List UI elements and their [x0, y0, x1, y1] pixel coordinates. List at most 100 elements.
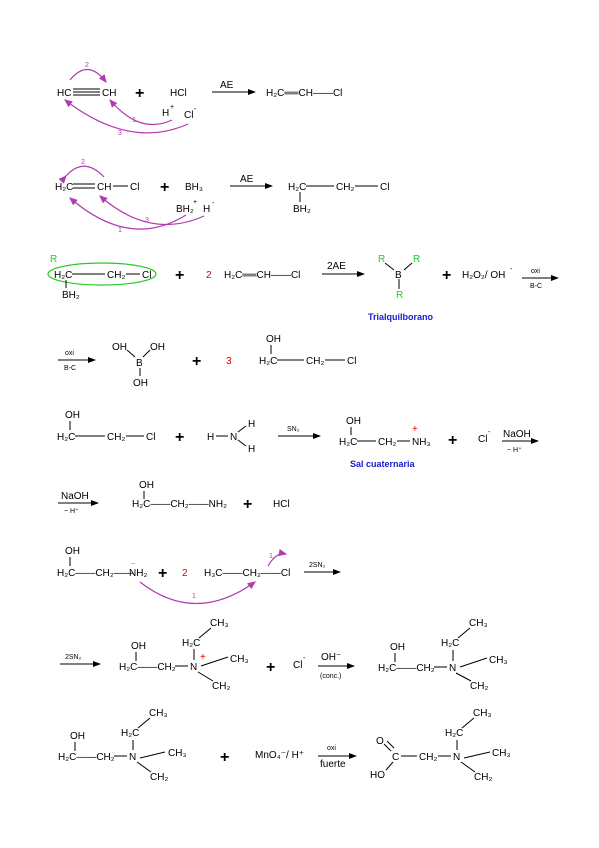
plus-sign-2: +	[442, 267, 451, 284]
product-oh: OH	[139, 480, 154, 491]
reaction-8: 2SN₂ OH H₂C——CH₂ N + H₂C CH₃ CH₂ CH₃ + C…	[60, 618, 508, 692]
chloride-charge: -	[194, 106, 197, 113]
amine-ch3-right: CH₃	[168, 748, 187, 759]
acid-ch3-top: CH₃	[473, 708, 492, 719]
salt-ch2: CH₂	[212, 681, 230, 692]
acid-n: N	[453, 752, 460, 763]
bc-label: B-C	[530, 283, 542, 290]
substrate-mid: CH₂	[107, 432, 125, 443]
arc-label-1: 1	[118, 227, 122, 234]
strong-label: fuerte	[320, 759, 346, 770]
acid-c: C	[392, 752, 399, 763]
peroxide-reagent: H₂O₂/ OH	[462, 270, 505, 281]
amine-oh: OH	[70, 731, 85, 742]
plus-sign: +	[243, 496, 252, 513]
oxi-label: oxi	[65, 350, 74, 357]
naoh-label: NaOH	[61, 491, 89, 502]
hcl-reagent: HCl	[170, 88, 187, 99]
acid-o: O	[376, 736, 384, 747]
amine-ch3-top: CH₃	[469, 618, 488, 629]
arrow-label: SN₂	[287, 426, 300, 433]
product-left: H₂C	[339, 437, 357, 448]
arrow-label: AE	[220, 80, 234, 91]
substrate-left: H₂C	[54, 270, 72, 281]
plus-sign: +	[175, 267, 184, 284]
lone-pair: ..	[131, 559, 135, 566]
aminoalcohol: H₂C——CH₂——NH₂	[132, 499, 227, 510]
alkene-right: Cl	[130, 182, 139, 193]
plus-sign: +	[266, 659, 275, 676]
bh3-reagent: BH₃	[185, 182, 203, 193]
ammonium-charge: +	[200, 652, 206, 663]
amine-ch3-top: CH₃	[149, 708, 168, 719]
trialkylborane-name: Trialquilborano	[368, 312, 434, 322]
amine-n: N	[129, 752, 136, 763]
chloride-charge: -	[488, 429, 491, 436]
amine-ch3-right: CH₃	[489, 655, 508, 666]
boric-oh-bottom: OH	[133, 378, 148, 389]
quaternary-salt-name: Sal cuaternaria	[350, 459, 416, 469]
arrow-label: 2AE	[327, 261, 346, 272]
boric-oh-left: OH	[112, 342, 127, 353]
amine-h2c: H₂C	[121, 728, 139, 739]
product-mid: CH₂	[336, 182, 354, 193]
proton-loss-label: ~ H⁺	[64, 507, 79, 515]
bc-label: B-C	[64, 365, 76, 372]
substrate-right: Cl	[146, 432, 155, 443]
alkene-left: H₂C	[55, 182, 73, 193]
proton-loss-label: ~ H⁺	[507, 446, 522, 454]
ammonium-charge: +	[412, 424, 418, 435]
product-left: H₂C	[288, 182, 306, 193]
reaction-4: oxi B-C OH OH B OH + 3 OH H₂C CH₂ Cl	[58, 334, 356, 389]
arc-label-1: 1	[132, 117, 136, 124]
amine-chain: H₂C——CH₂	[58, 752, 115, 763]
substrate-bh2: BH₂	[62, 290, 80, 301]
chloride: Cl	[478, 434, 487, 445]
product-right: Cl	[380, 182, 389, 193]
oxi-label: oxi	[327, 745, 336, 752]
substrate-oh: OH	[65, 546, 80, 557]
arc-label-1: 1	[192, 593, 196, 600]
hydride-charge: -	[212, 200, 215, 207]
electron-arrow-2	[58, 165, 105, 184]
alcohol-mid: CH₂	[306, 356, 324, 367]
naoh-label: NaOH	[503, 429, 531, 440]
reaction-6: NaOH ~ H⁺ OH H₂C——CH₂——NH₂ + HCl	[58, 480, 290, 515]
substrate-chain: H₂C——CH₂——	[57, 568, 134, 579]
substrate-left: H₂C	[57, 432, 75, 443]
ethyl-chloride: H₃C——CH₂——Cl	[204, 568, 290, 579]
alcohol-left: H₂C	[259, 356, 277, 367]
alkyne-right: CH	[102, 88, 116, 99]
boric-b: B	[136, 358, 143, 369]
electron-arrow-cl	[267, 549, 288, 567]
r-left: R	[378, 254, 385, 265]
ammonia-h-top: H	[248, 419, 255, 430]
acid-ch2-ethyl: CH₂	[474, 772, 492, 783]
r-group-label: R	[50, 254, 57, 265]
chloride: Cl	[293, 660, 302, 671]
substrate-oh: OH	[65, 410, 80, 421]
alkyne-left: HC	[57, 88, 71, 99]
boron-atom: B	[395, 270, 402, 281]
product-oh: OH	[346, 416, 361, 427]
plus-sign: +	[192, 353, 201, 370]
coefficient: 2	[206, 270, 212, 281]
salt-oh: OH	[131, 641, 146, 652]
amine-h2c: H₂C	[441, 638, 459, 649]
reaction-9: OH H₂C——CH₂ N H₂C CH₃ CH₂ CH₃ + MnO₄⁻/ H…	[58, 708, 511, 783]
plus-sign: +	[160, 179, 169, 196]
proton-charge: +	[170, 104, 174, 111]
salt-h2c: H₂C	[182, 638, 200, 649]
acid-h2c: H₂C	[445, 728, 463, 739]
alkene-mid: CH	[97, 182, 111, 193]
ammonia-n: N	[230, 432, 237, 443]
amine-ch2: CH₂	[150, 772, 168, 783]
substrate-mid: CH₂	[107, 270, 125, 281]
amine-chain: H₂C——CH₂	[378, 663, 435, 674]
proton: H	[162, 108, 169, 119]
oxi-label: oxi	[531, 268, 540, 275]
acid-ho: HO	[370, 770, 385, 781]
electron-arrow-1	[69, 197, 187, 230]
hydroxide-label: OH⁻	[321, 652, 341, 663]
amine-ch2: CH₂	[470, 681, 488, 692]
